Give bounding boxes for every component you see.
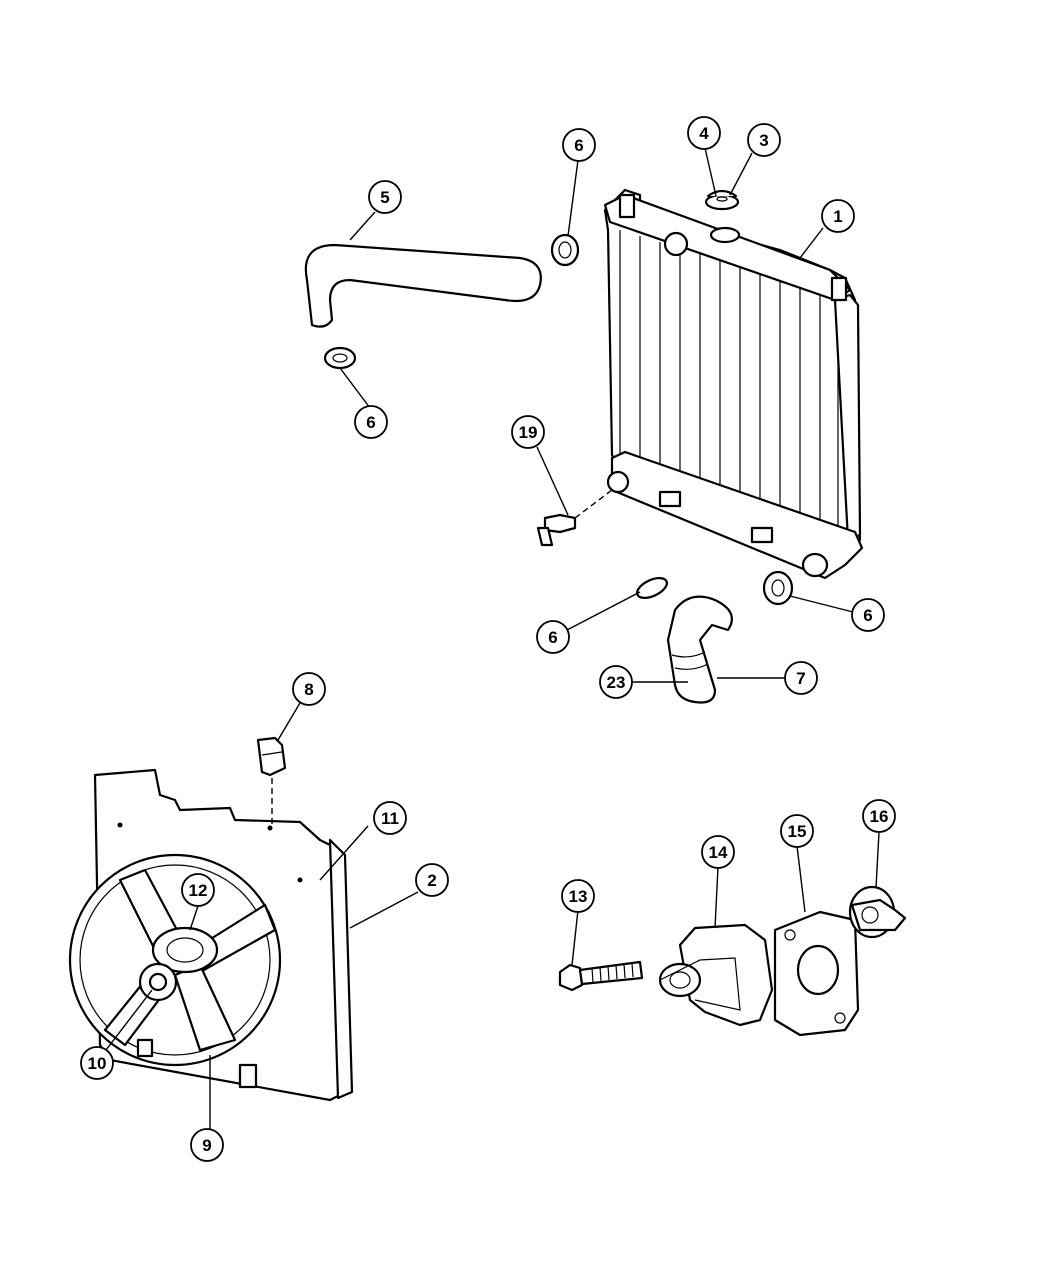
- radiator: [603, 188, 864, 580]
- callout-6-lower-right: 6: [851, 598, 885, 632]
- svg-text:16: 16: [870, 807, 889, 826]
- upper-radiator-hose: [304, 243, 542, 328]
- drain-cock: [536, 513, 577, 547]
- callout-1: 1: [821, 199, 855, 233]
- svg-text:6: 6: [366, 413, 375, 432]
- thermostat-housing: [658, 923, 774, 1027]
- callout-10: 10: [80, 1046, 114, 1080]
- svg-text:5: 5: [380, 188, 389, 207]
- svg-text:6: 6: [548, 628, 557, 647]
- callout-19: 19: [511, 415, 545, 449]
- svg-text:19: 19: [519, 423, 538, 442]
- callout-3: 3: [747, 123, 781, 157]
- callout-5: 5: [368, 180, 402, 214]
- fan-motor: [151, 926, 219, 974]
- svg-text:6: 6: [574, 136, 583, 155]
- thermostat: [848, 885, 907, 939]
- radiator-cap: [704, 189, 740, 211]
- thermostat-gasket: [773, 910, 860, 1037]
- svg-text:10: 10: [88, 1054, 107, 1073]
- fan-relay-clip: [256, 736, 287, 777]
- callout-8: 8: [292, 672, 326, 706]
- hose-clamp-lower-right: [762, 570, 794, 606]
- svg-text:12: 12: [189, 881, 208, 900]
- svg-text:14: 14: [709, 843, 728, 862]
- callout-6-upper-right: 6: [562, 128, 596, 162]
- callout-4: 4: [687, 116, 721, 150]
- svg-text:11: 11: [381, 809, 399, 828]
- callout-11: 11: [373, 801, 407, 835]
- callout-9: 9: [190, 1128, 224, 1162]
- callout-6-upper-left: 6: [354, 405, 388, 439]
- callout-23: 23: [599, 665, 633, 699]
- svg-text:2: 2: [427, 871, 436, 890]
- svg-text:9: 9: [202, 1136, 211, 1155]
- callout-13: 13: [561, 879, 595, 913]
- svg-text:8: 8: [304, 680, 313, 699]
- hose-clamp-upper-left: [323, 346, 357, 370]
- callout-7: 7: [784, 661, 818, 695]
- svg-text:15: 15: [788, 822, 807, 841]
- svg-text:1: 1: [833, 207, 842, 226]
- callout-2: 2: [415, 863, 449, 897]
- svg-text:3: 3: [759, 131, 768, 150]
- lower-radiator-hose: [666, 595, 733, 704]
- housing-bolt: [558, 960, 644, 992]
- leader-lines: [105, 147, 880, 1131]
- hose-clamp-lower-left: [636, 576, 668, 600]
- callout-6-lower-left: 6: [536, 620, 570, 654]
- callout-15: 15: [780, 814, 814, 848]
- callout-16: 16: [862, 799, 896, 833]
- callout-12: 12: [181, 873, 215, 907]
- svg-text:13: 13: [569, 887, 588, 906]
- callout-14: 14: [701, 835, 735, 869]
- hose-clamp-upper-right: [550, 233, 580, 267]
- fan-hub-nut: [138, 962, 178, 1002]
- svg-text:4: 4: [699, 124, 709, 143]
- fan-shroud: [68, 768, 354, 1102]
- svg-text:7: 7: [796, 669, 805, 688]
- svg-text:23: 23: [607, 673, 626, 692]
- svg-text:6: 6: [863, 606, 872, 625]
